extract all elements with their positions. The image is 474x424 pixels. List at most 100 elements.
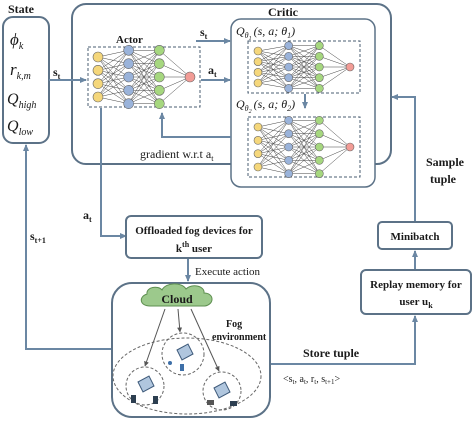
network-edge [319,66,351,78]
fog-label-1: Fog [226,319,242,330]
device-icon [230,401,237,406]
network-node [284,142,293,152]
router-icon [213,381,231,399]
fog-label-2: environment [212,332,267,343]
actor-title: Actor [116,34,143,46]
network-node [92,91,104,103]
network-node [154,58,165,69]
network-node [253,136,263,145]
network-node [315,73,324,82]
actor-network [87,45,201,109]
network-edge [97,50,129,98]
network-edge [257,160,289,168]
network-edge [257,77,289,84]
network-edge [288,133,320,174]
network-node [123,58,134,69]
network-node [345,142,355,152]
network-node [154,45,165,56]
fog-ellipse [112,337,262,415]
execute-label: Execute action [195,266,261,278]
cloud-label: Cloud [161,292,193,306]
network-node [253,78,263,88]
network-edge [288,77,320,89]
gradient-label: gradient w.r.t at [140,147,214,163]
network-edge [319,146,351,174]
network-edge [128,63,160,104]
state-r-km: rk,m [10,60,31,82]
state-q-high: Qhigh [7,91,36,111]
network-node [284,52,293,61]
store-arrow [262,315,418,365]
network-edge [288,45,320,89]
network-edge [288,45,320,78]
fog-to-state-arrow [23,144,120,350]
at-label-critic: at [208,63,217,79]
device-icon [153,396,158,404]
network-edge [288,120,320,134]
network-node [315,62,324,72]
network-node [154,98,165,109]
st-label-critic: st [200,25,208,41]
network-edge [128,50,160,91]
network-node [315,52,324,61]
network-node [154,85,165,96]
network-node [253,122,263,132]
network-edge [257,45,289,52]
replay-line2: user uk [399,296,433,310]
network-edge [159,63,191,78]
cloud-to-right-arrow [190,308,220,372]
sample-arrow [391,94,416,222]
network-edge [257,45,289,62]
network-node [315,129,324,138]
network-edge [128,50,160,78]
offload-line1: Offloaded fog devices for [135,225,253,237]
network-node [253,149,263,158]
network-edge [257,166,289,174]
device-icon [131,395,136,403]
network-node [123,71,134,83]
network-edge [128,76,160,104]
minibatch-box [377,221,453,250]
network-node [253,68,263,77]
critic-inner-box [230,18,376,188]
actor-to-offload-arrow [100,108,127,239]
network-edge [97,50,129,71]
network-edge [128,50,160,104]
network-node [184,71,196,83]
network-node [345,62,355,72]
st1-label: st+1 [30,229,46,245]
cloud-to-left-arrow [144,308,166,367]
store-label: Store tuple [303,346,360,360]
state-title: State [8,2,35,16]
network-node [284,84,293,93]
network-edge [257,120,289,154]
network-node [92,51,104,63]
network-edge [288,66,320,89]
critic-title: Critic [268,5,299,19]
network-dashed-box [247,116,361,178]
network-node [253,162,263,172]
network-node [315,142,324,152]
network-edge [319,66,351,89]
network-dashed-box [87,46,201,108]
network-node [284,129,293,138]
network-edge [97,50,129,84]
network-edge [257,56,289,84]
network-edge [97,63,129,98]
router-icon [137,375,155,393]
network-edge [128,50,160,64]
network-node [315,84,324,93]
network-node [315,41,324,50]
network-node [253,57,263,66]
router-icon [176,343,194,361]
q2-label: Qθ2(s, a; θ2) [236,97,295,115]
cloud-shape [140,283,213,307]
q1-label: Qθ1(s, a; θ1) [236,24,295,42]
offload-line2: kth user [176,240,212,255]
network-node [284,169,293,178]
device-icon [168,361,172,365]
network-node [284,156,293,165]
network-edge [288,120,320,161]
